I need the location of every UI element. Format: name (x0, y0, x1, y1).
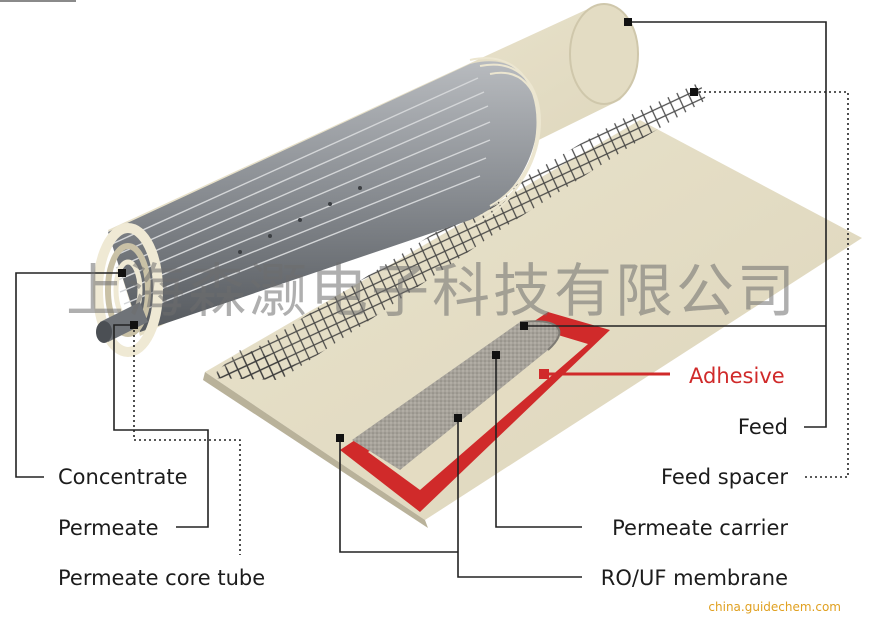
wound-cap-arcs (469, 57, 541, 227)
label-ro-uf-membrane: RO/UF membrane (600, 566, 788, 590)
wound-layers (108, 61, 538, 332)
feed-spacer-lower-mesh (210, 350, 300, 380)
sheet-edge-shadow (203, 372, 428, 528)
label-permeate: Permeate (58, 516, 159, 540)
cylinder-cap (569, 3, 639, 105)
label-feed: Feed (737, 415, 788, 439)
core-tube-holes (238, 186, 362, 254)
label-permeate-core-tube: Permeate core tube (58, 566, 266, 590)
source-watermark: china.guidechem.com (708, 600, 841, 614)
label-concentrate: Concentrate (58, 465, 188, 489)
top-edge-bar (0, 0, 76, 2)
leader-lines (15, 21, 827, 578)
label-adhesive: Adhesive (689, 364, 785, 388)
carrier-fold (519, 320, 561, 351)
adhesive-marker (539, 369, 549, 379)
leader-markers (118, 18, 698, 442)
feed-spacer-mesh (210, 82, 706, 380)
core-tube-end (96, 321, 112, 343)
wound-layer-lines (111, 77, 491, 317)
membrane-sheet (205, 120, 862, 520)
dotted-leader-lines (133, 91, 849, 555)
company-watermark: 上海森灏电子科技有限公司 (66, 257, 799, 325)
permeate-carrier-strip (352, 321, 560, 470)
label-permeate-carrier: Permeate carrier (612, 516, 788, 540)
label-feed-spacer: Feed spacer (660, 465, 788, 489)
